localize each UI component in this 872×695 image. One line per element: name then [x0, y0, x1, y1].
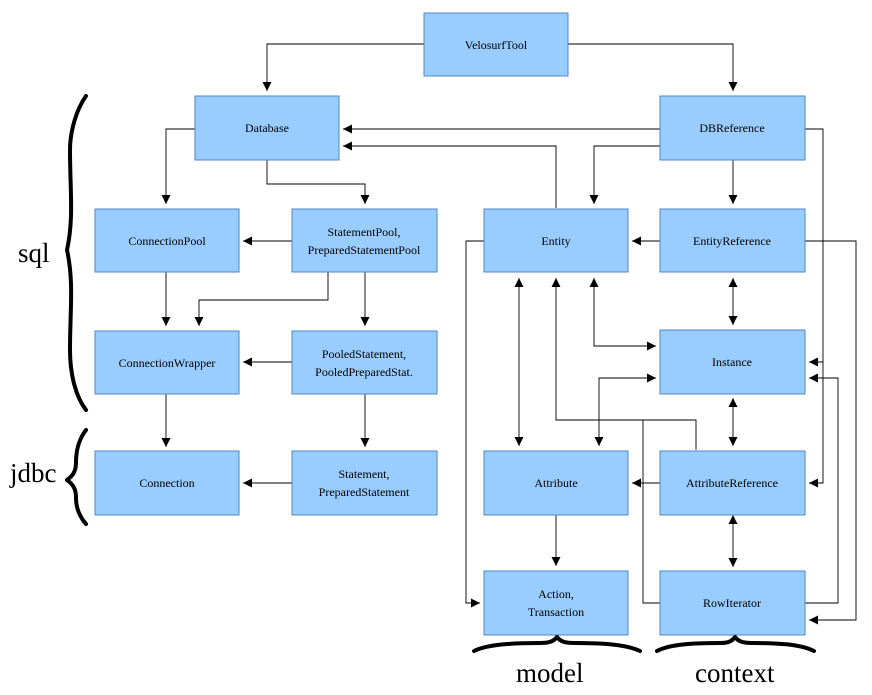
- node-statement-label-line-1: Statement,: [339, 467, 390, 481]
- node-statementpool: StatementPool, PreparedStatementPool: [291, 208, 438, 273]
- node-attribute-label: Attribute: [534, 476, 577, 490]
- edge-dbreference-entity: [589, 145, 660, 204]
- edge-velosurftool-database: [262, 43, 424, 91]
- edge-dbreference-attributereference: [809, 362, 824, 488]
- node-statementpool-label-line-1: StatementPool,: [328, 225, 401, 239]
- node-action-box: [483, 570, 629, 636]
- node-velosurftool-label: VelosurfTool: [465, 38, 528, 52]
- node-statement-box: [291, 450, 438, 516]
- model-brace: [472, 635, 642, 653]
- edge-entityreference-rowiterator: [805, 240, 857, 625]
- group-label-sql: sql: [18, 238, 50, 268]
- node-entityreference: EntityReference: [659, 208, 806, 273]
- node-attribute: Attribute: [483, 450, 629, 516]
- edge-velosurftool-dbreference: [568, 43, 738, 91]
- edge-entity-instance: [589, 278, 656, 351]
- node-instance-box: [659, 329, 806, 395]
- node-pooledstatement-label-line-2: PooledPreparedStat.: [315, 365, 413, 379]
- node-statement: Statement, PreparedStatement: [291, 450, 438, 516]
- node-connection-box: [94, 450, 240, 516]
- node-velosurftool: VelosurfTool: [423, 12, 569, 77]
- node-entity-box: [483, 208, 629, 273]
- edge-dbreference-instance: [805, 128, 824, 367]
- edge-statementpool-connectionwrapper: [194, 272, 329, 326]
- node-action: Action, Transaction: [483, 570, 629, 636]
- jdbc-brace: [65, 428, 88, 526]
- node-statementpool-label-line-2: PreparedStatementPool: [308, 243, 421, 257]
- node-velosurftool-box: [423, 12, 569, 77]
- edge-rowiterator-instance: [805, 373, 839, 604]
- node-entity-label: Entity: [541, 234, 570, 248]
- node-connectionpool-label: ConnectionPool: [128, 234, 206, 248]
- node-rowiterator: RowIterator: [659, 570, 806, 636]
- node-database-box: [194, 95, 340, 161]
- edge-rowiterator-entity: [642, 420, 660, 604]
- group-label-jdbc: jdbc: [9, 458, 57, 488]
- group-label-context: context: [695, 658, 775, 688]
- node-rowiterator-label: RowIterator: [703, 596, 761, 610]
- node-connectionpool-box: [94, 208, 240, 273]
- node-entity: Entity: [483, 208, 629, 273]
- node-attributereference: AttributeReference: [659, 450, 806, 516]
- node-pooledstatement: PooledStatement, PooledPreparedStat.: [291, 330, 438, 395]
- node-statementpool-box: [291, 208, 438, 273]
- node-connectionwrapper-box: [94, 330, 240, 395]
- node-rowiterator-box: [659, 570, 806, 636]
- edge-instance-attribute: [594, 373, 656, 446]
- node-instance: Instance: [659, 329, 806, 395]
- node-attributereference-label: AttributeReference: [686, 476, 778, 490]
- node-dbreference-label: DBReference: [699, 121, 764, 135]
- group-label-model: model: [516, 658, 584, 688]
- node-dbreference-box: [659, 95, 806, 161]
- node-connectionwrapper: ConnectionWrapper: [94, 330, 240, 395]
- node-pooledstatement-box: [291, 330, 438, 395]
- node-connectionpool: ConnectionPool: [94, 208, 240, 273]
- node-connection-label: Connection: [139, 476, 194, 490]
- node-attributereference-box: [659, 450, 806, 516]
- node-database-label: Database: [245, 121, 289, 135]
- node-connectionwrapper-label: ConnectionWrapper: [119, 356, 216, 370]
- node-pooledstatement-label-line-1: PooledStatement,: [322, 347, 406, 361]
- node-connection: Connection: [94, 450, 240, 516]
- edge-database-statementpool: [266, 160, 370, 204]
- node-attribute-box: [483, 450, 629, 516]
- context-brace: [655, 635, 816, 653]
- node-action-label-line-1: Action,: [538, 587, 574, 601]
- node-dbreference: DBReference: [659, 95, 806, 161]
- node-entityreference-label: EntityReference: [693, 234, 771, 248]
- edge-entity-database: [343, 141, 557, 208]
- node-statement-label-line-2: PreparedStatement: [319, 485, 410, 499]
- node-entityreference-box: [659, 208, 806, 273]
- node-action-label-line-2: Transaction: [528, 605, 584, 619]
- node-database: Database: [194, 95, 340, 161]
- edge-database-connectionpool: [161, 128, 195, 204]
- connectors: [161, 43, 857, 625]
- sql-brace: [65, 94, 88, 412]
- node-instance-label: Instance: [712, 355, 752, 369]
- edge-entity-action: [465, 240, 484, 608]
